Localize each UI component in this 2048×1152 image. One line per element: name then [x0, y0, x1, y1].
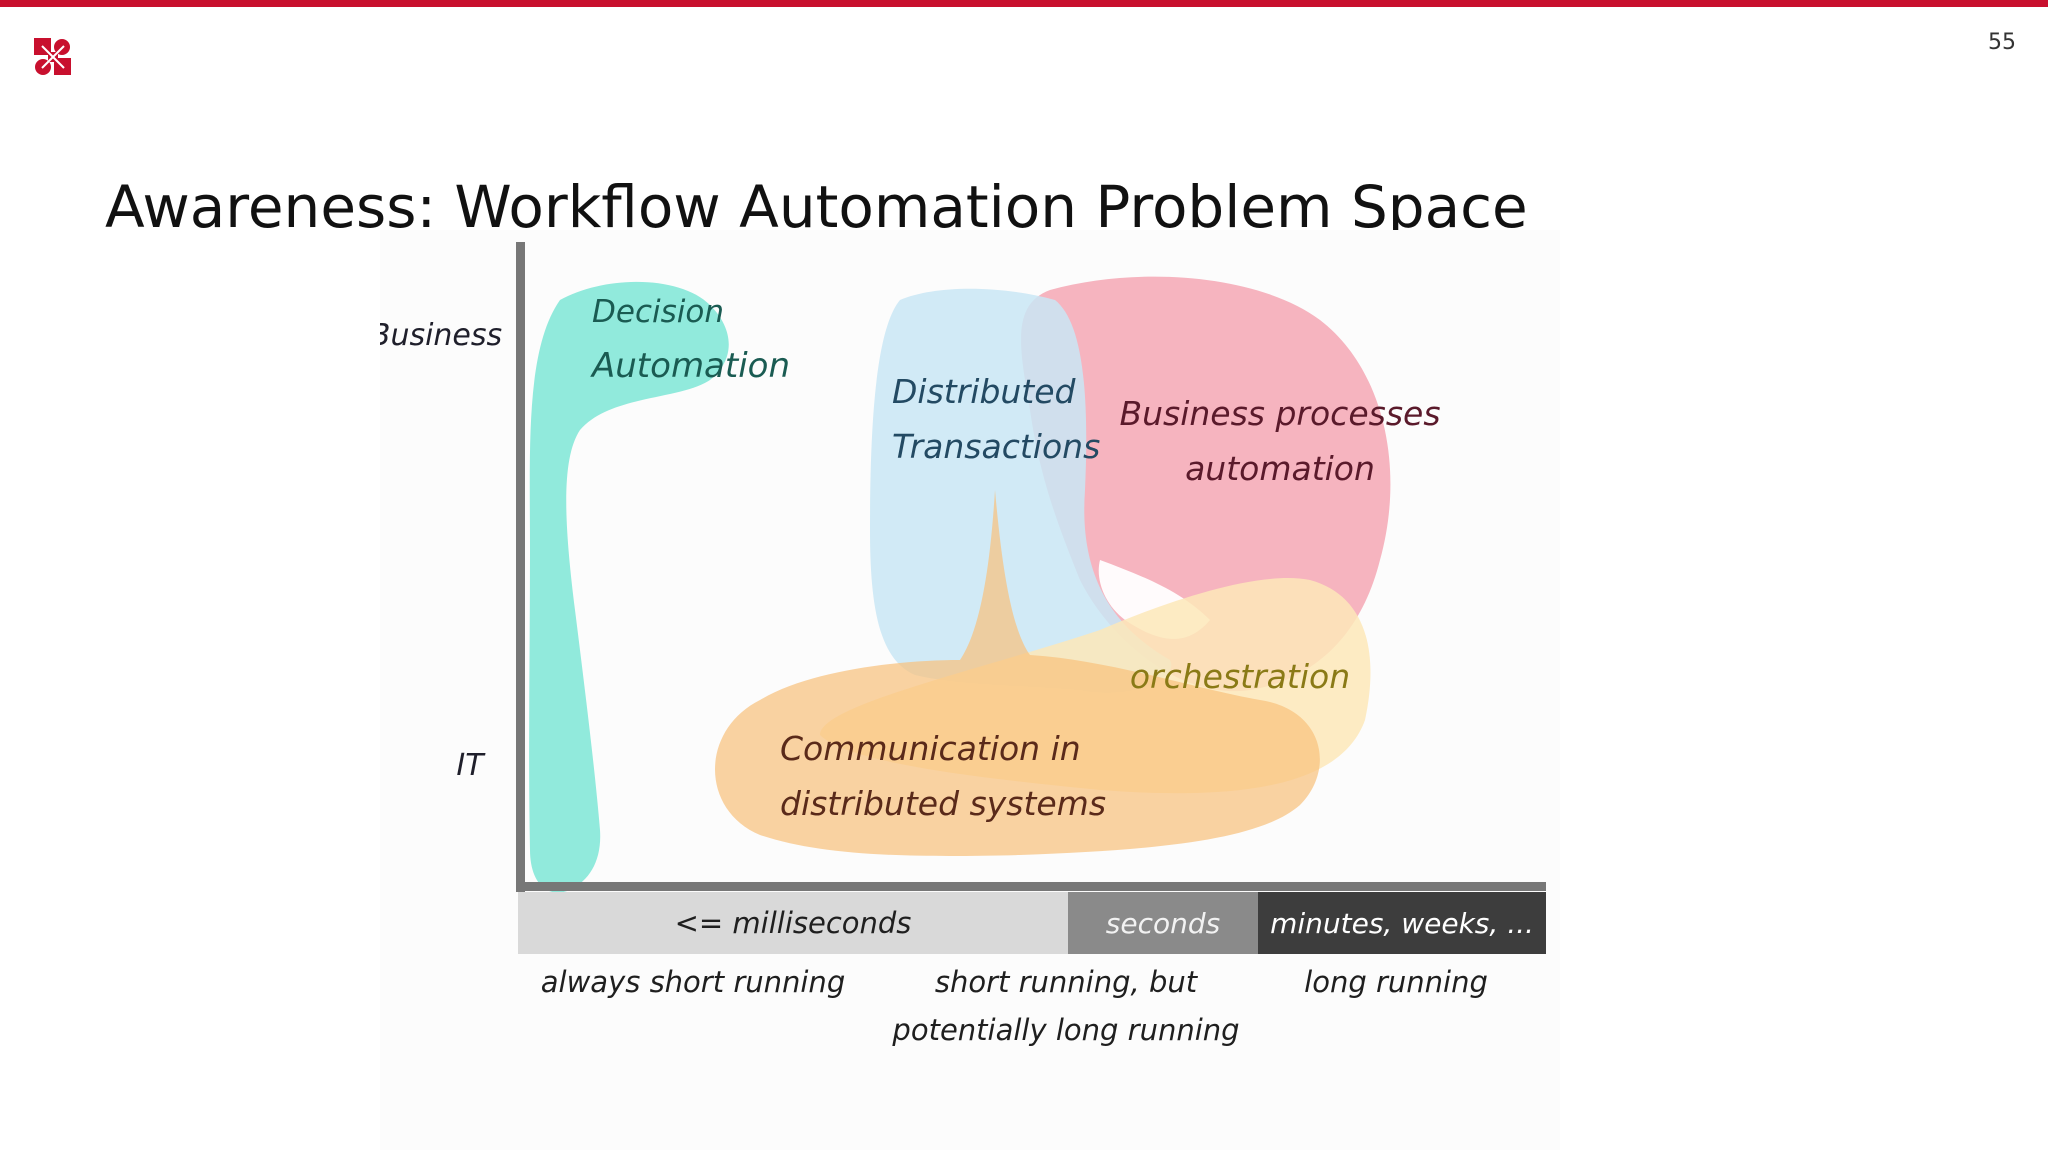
- minutes-segment: [1258, 892, 1546, 954]
- seconds-label: seconds: [1106, 907, 1220, 940]
- medium-running-label-line1: short running, but: [935, 965, 1199, 999]
- y-axis-business-label: Business: [380, 318, 502, 353]
- business-processes-label-line1: Business processes: [1119, 394, 1440, 433]
- orchestration-label: orchestration: [1130, 657, 1350, 696]
- x-axis-line: [516, 882, 1546, 891]
- short-running-label: always short running: [541, 965, 845, 999]
- communication-label-line2: distributed systems: [780, 784, 1106, 823]
- distributed-transactions-label-line2: Transactions: [892, 427, 1100, 466]
- milliseconds-segment: [518, 892, 1068, 954]
- milliseconds-label: <= milliseconds: [675, 906, 912, 940]
- communication-area: [715, 490, 1320, 856]
- distributed-transactions-area: [870, 288, 1172, 693]
- company-logo-icon: [34, 38, 71, 75]
- seconds-segment: [1068, 892, 1258, 954]
- decision-label-line1: Decision: [592, 294, 724, 330]
- y-axis-line: [516, 242, 525, 892]
- decision-automation-area: [529, 281, 729, 893]
- business-processes-label-line2: automation: [1185, 449, 1375, 488]
- long-running-label: long running: [1304, 965, 1488, 999]
- communication-label-line1: Communication in: [780, 729, 1081, 768]
- minutes-label: minutes, weeks, ...: [1270, 907, 1534, 940]
- top-accent-bar: [0, 0, 2048, 7]
- medium-running-label-line2: potentially long running: [891, 1013, 1239, 1047]
- problem-space-diagram: Business IT Decision Automation Distribu…: [380, 230, 1560, 1150]
- distributed-transactions-label-line1: Distributed: [892, 372, 1077, 411]
- y-axis-it-label: IT: [456, 748, 486, 783]
- decision-label-line2: Automation: [590, 346, 790, 386]
- slide-title: Awareness: Workflow Automation Problem S…: [105, 172, 1528, 241]
- page-number: 55: [1988, 30, 2016, 55]
